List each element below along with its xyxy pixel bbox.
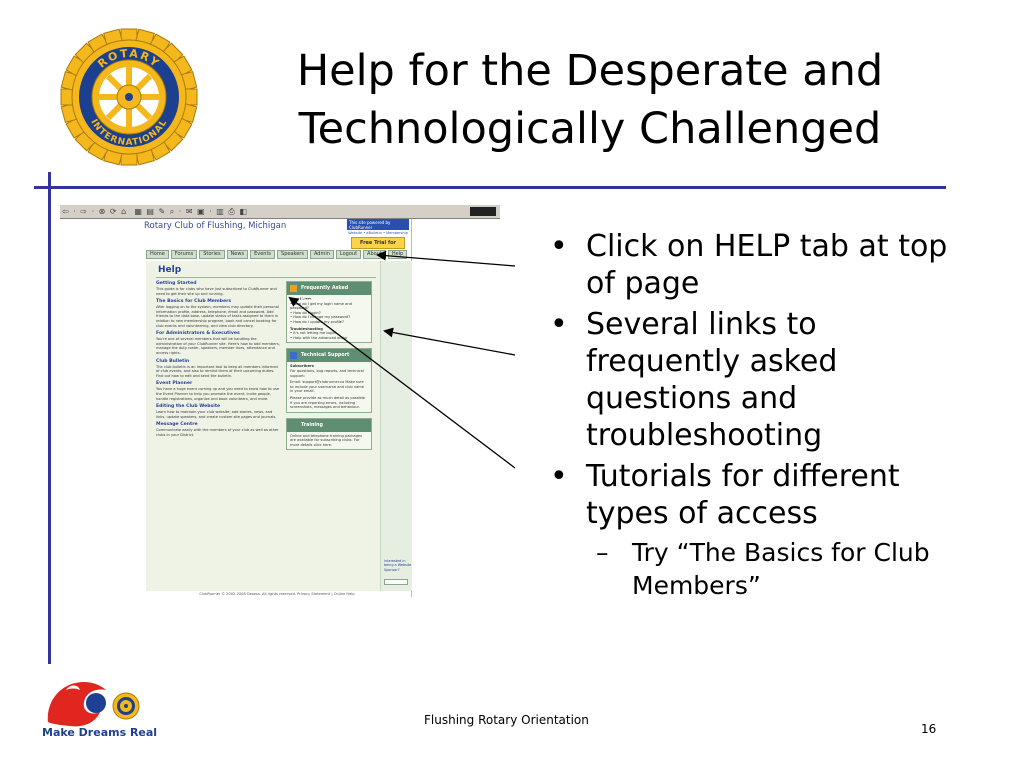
- support-text: Please provide as much detail as possibl…: [290, 395, 366, 410]
- help-section-text: You have a huge event coming up and you …: [156, 387, 280, 401]
- site-right-sidebar: Interested in being a Website Sponsor?: [380, 261, 412, 591]
- bullet-item: •Tutorials for different types of access: [550, 459, 900, 531]
- nav-tab-help[interactable]: Help: [387, 250, 408, 259]
- help-section-text: The club bulletin is an important tool t…: [156, 364, 278, 378]
- nav-tab-stories[interactable]: Stories: [199, 250, 225, 259]
- support-box: Technical Support Subscribers For questi…: [286, 348, 372, 413]
- slide-footer: Flushing Rotary Orientation: [424, 713, 589, 727]
- horizontal-rule: [34, 186, 946, 189]
- powered-by-subtitle: Website • eBulletin • Membership: [348, 231, 408, 235]
- browser-toolbar: ⇦ · ⇨ · ⊗ ⟳ ⌂ ▦ ▤ ✎ ⌕ · ✉ ▣ · ▥ ⎙ ◧: [60, 205, 500, 219]
- slide-title-line-1: Help for the Desperate and: [296, 46, 884, 96]
- help-section: Club Bulletin The club bulletin is an im…: [156, 359, 282, 379]
- help-section: For Administrators & Executives You're o…: [156, 331, 282, 355]
- slide-title: Help for the Desperate and Technological…: [230, 42, 950, 158]
- help-section-link[interactable]: Message Centre: [156, 422, 198, 428]
- training-title: Training: [301, 422, 323, 428]
- clubrunner-site: Rotary Club of Flushing, Michigan This s…: [142, 219, 412, 597]
- training-box-body: Online and telephone training packages a…: [287, 432, 371, 450]
- nav-tab-speakers[interactable]: Speakers: [277, 250, 308, 259]
- faq-link[interactable]: • How do I update my profile?: [290, 319, 344, 324]
- vertical-rule: [48, 172, 51, 664]
- nav-tab-about[interactable]: About: [363, 250, 386, 259]
- nav-tab-admin[interactable]: Admin: [309, 250, 334, 259]
- help-section: Event Planner You have a huge event comi…: [156, 381, 282, 401]
- nav-tab-events[interactable]: Events: [250, 250, 276, 259]
- bullet-list: •Click on HELP tab at top of page •Sever…: [548, 228, 968, 602]
- bullet-item: •Click on HELP tab at top of page: [550, 229, 948, 301]
- embedded-screenshot: ⇦ · ⇨ · ⊗ ⟳ ⌂ ▦ ▤ ✎ ⌕ · ✉ ▣ · ▥ ⎙ ◧ Rota…: [60, 205, 500, 597]
- site-header: Rotary Club of Flushing, Michigan: [142, 219, 412, 235]
- slide-title-line-2: Technologically Challenged: [298, 104, 882, 154]
- site-footer: ClubRunner © 2002-2008 Doxess. All right…: [199, 592, 355, 596]
- training-text: Online and telephone training packages a…: [290, 433, 362, 447]
- bullet-item: •Several links to frequently asked quest…: [550, 307, 838, 453]
- help-heading: Help: [158, 265, 182, 275]
- sub-bullet-item: –Try “The Basics for Club Members”: [596, 538, 930, 600]
- make-dreams-real-logo: [47, 682, 140, 727]
- support-title: Technical Support: [301, 353, 350, 359]
- faq-link[interactable]: • Help with the advanced editor: [290, 335, 348, 340]
- rotary-international-logo: ROTARY INTERNATIONAL: [60, 28, 198, 166]
- support-box-body: Subscribers For questions, bug reports, …: [287, 362, 371, 411]
- help-section-text: This guide is for clubs who have just su…: [156, 287, 277, 296]
- nav-tab-forums[interactable]: Forums: [170, 250, 198, 259]
- support-box-header: Technical Support: [287, 349, 371, 363]
- support-text: For questions, bug reports, and technica…: [290, 368, 364, 378]
- help-section-text: Communicate easily with the members of y…: [156, 428, 279, 437]
- help-section-text: Learn how to maintain your club website;…: [156, 410, 277, 419]
- help-section: Getting Started This guide is for clubs …: [156, 281, 282, 296]
- help-section-text: You're one of several members that will …: [156, 337, 280, 355]
- nav-tab-news[interactable]: News: [226, 250, 249, 259]
- toolbar-icons: ⇦ · ⇨ · ⊗ ⟳ ⌂ ▦ ▤ ✎ ⌕ · ✉ ▣ · ▥ ⎙ ◧: [62, 207, 248, 216]
- toolbar-window-controls: [470, 207, 496, 216]
- help-section-link[interactable]: For Administrators & Executives: [156, 331, 240, 337]
- help-sidebar-boxes: Frequently Asked Questions New Users • H…: [286, 281, 372, 455]
- faq-box: Frequently Asked Questions New Users • H…: [286, 281, 372, 344]
- help-section-link[interactable]: Getting Started: [156, 281, 197, 286]
- support-text: Email: support@clubrunner.ca Make sure t…: [290, 380, 365, 394]
- help-section: Message Centre Communicate easily with t…: [156, 422, 282, 437]
- training-box-header: Training: [287, 418, 371, 432]
- help-section-text: After logging on to the system, members …: [156, 305, 279, 328]
- site-name: Rotary Club of Flushing, Michigan: [144, 221, 287, 231]
- help-section-link[interactable]: Event Planner: [156, 381, 193, 387]
- sponsor-note[interactable]: Interested in being a Website Sponsor?: [384, 559, 412, 572]
- help-content: Help Getting Started This guide is for c…: [146, 261, 412, 591]
- site-nav: Home Forums Stories News Events Speakers…: [146, 250, 408, 259]
- help-divider: [156, 277, 376, 278]
- brand-text: Make Dreams Real: [42, 726, 158, 739]
- question-icon: [290, 285, 297, 292]
- nav-tab-logout[interactable]: Logout: [335, 250, 362, 259]
- help-section: The Basics for Club Members After loggin…: [156, 299, 282, 328]
- help-section-link[interactable]: The Basics for Club Members: [156, 299, 232, 305]
- help-sections: Getting Started This guide is for clubs …: [156, 281, 282, 440]
- powered-by-badge: This site powered by ClubRunner: [347, 219, 409, 230]
- faq-box-header: Frequently Asked Questions: [287, 282, 371, 304]
- help-section-link[interactable]: Editing the Club Website: [156, 404, 221, 410]
- sponsor-icon[interactable]: [384, 579, 408, 585]
- training-box: Training Online and telephone training p…: [286, 417, 372, 451]
- help-section: Editing the Club Website Learn how to ma…: [156, 404, 282, 419]
- help-section-link[interactable]: Club Bulletin: [156, 358, 190, 364]
- nav-tab-home[interactable]: Home: [146, 250, 169, 259]
- support-icon: [290, 352, 297, 360]
- faq-box-body: New Users • How do I get my login name a…: [287, 295, 371, 342]
- page-number: 16: [921, 722, 937, 736]
- free-trial-button[interactable]: Free Trial for Clubs: [351, 237, 405, 256]
